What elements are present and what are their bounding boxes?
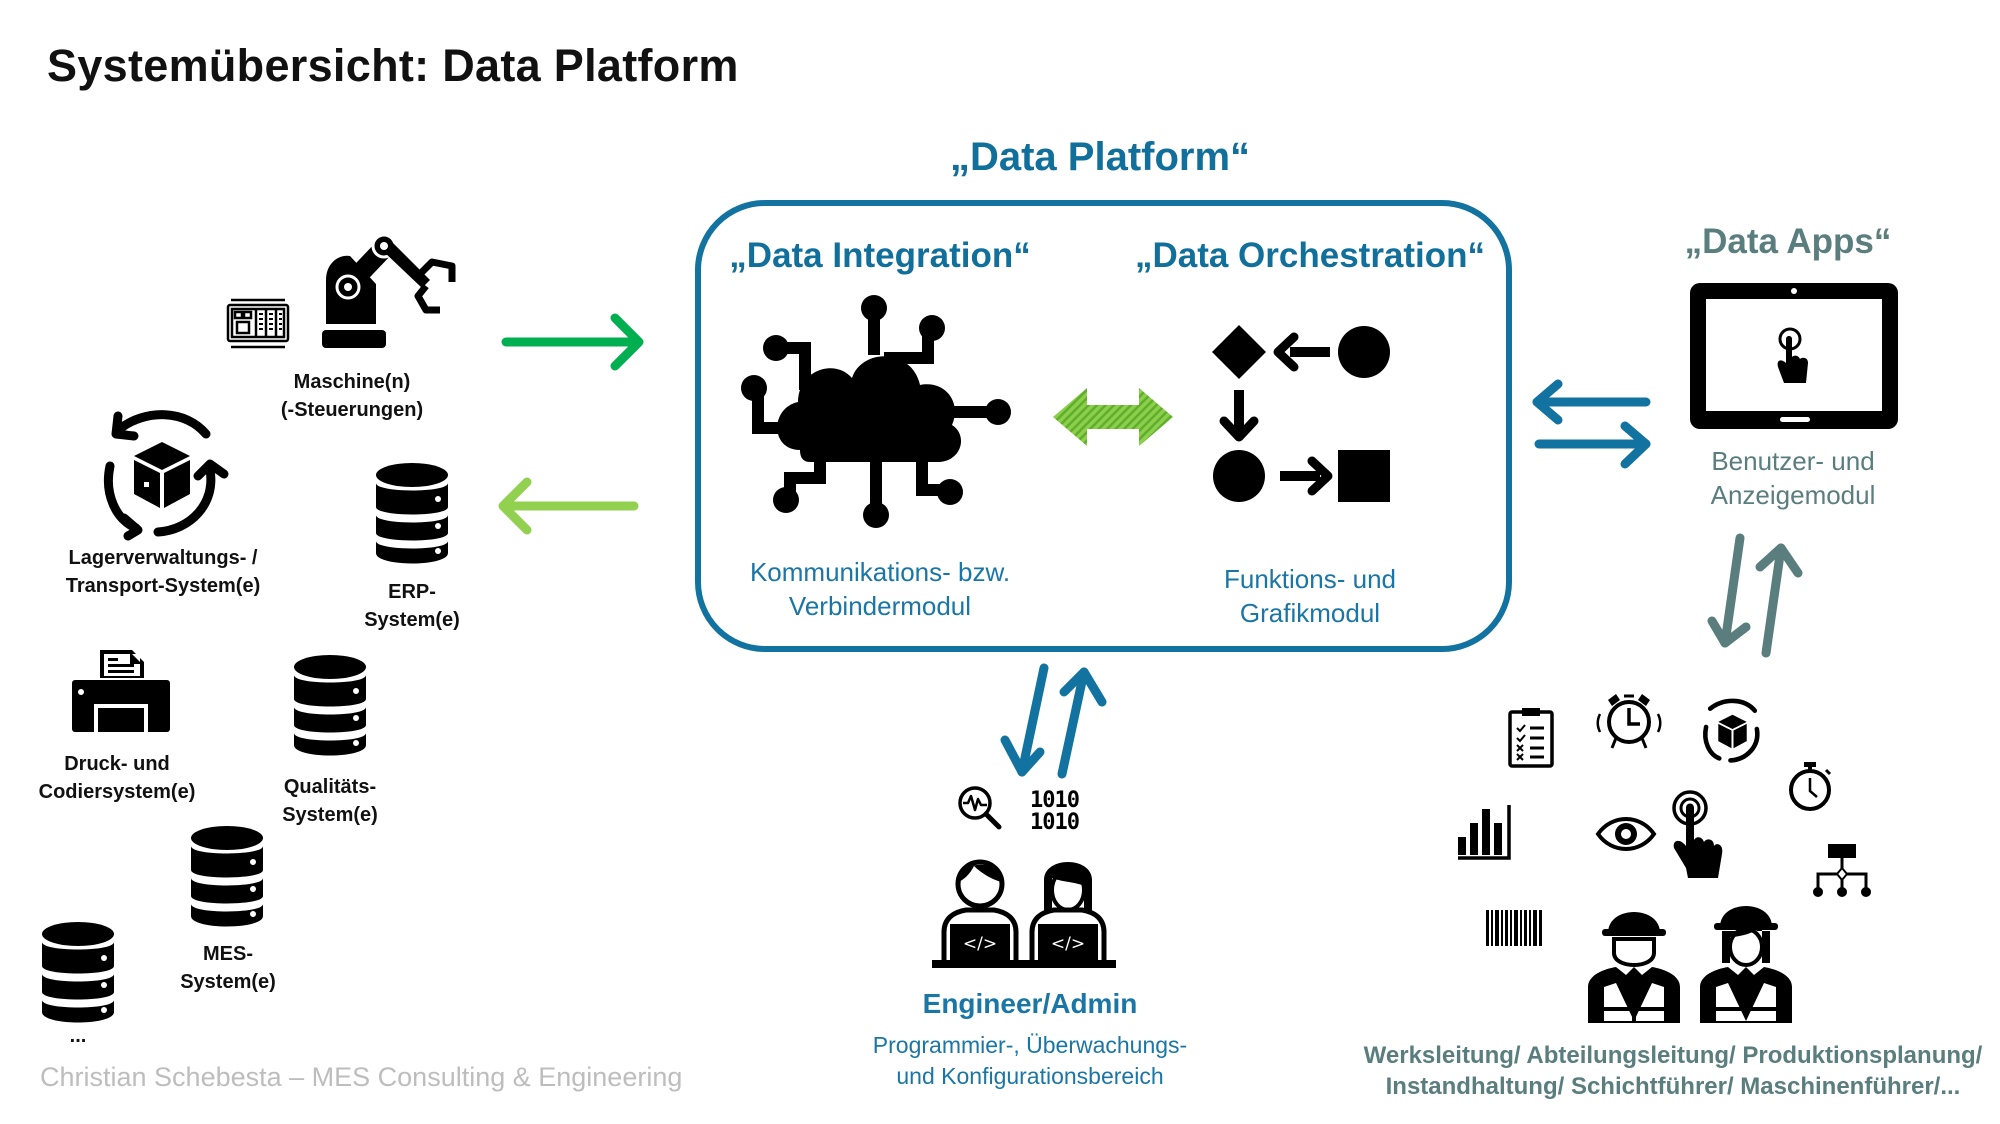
svg-text:</>: </> [963, 934, 997, 954]
apps-desc-line: Benutzer- und [1711, 446, 1875, 476]
svg-text:</>: </> [1051, 934, 1085, 954]
engineer-desc-line: und Konfigurationsbereich [896, 1063, 1164, 1089]
label-line: Maschine(n) [293, 371, 411, 393]
logistics-cycle-icon [1703, 698, 1760, 763]
label-line: System(e) [364, 609, 460, 631]
engineer-desc-line: Programmier-, Überwachungs- [872, 1032, 1188, 1058]
data-apps-title: „Data Apps“ [1684, 222, 1892, 261]
printing-label: Druck- und Codiersystem(e) [39, 750, 196, 806]
integration-description: Kommunikations- bzw. Verbindermodul [750, 555, 1010, 623]
touch-hand-icon [1777, 327, 1808, 383]
bidirectional-arrow-icon [1053, 388, 1173, 446]
diamond-shape [1212, 325, 1266, 379]
orchestration-description: Funktions- und Grafikmodul [1224, 562, 1396, 630]
arrow-left-icon [498, 477, 639, 535]
label-line: MES- [202, 943, 253, 965]
arrow-left-icon [1532, 379, 1651, 425]
monitoring-search-icon [958, 786, 1002, 830]
data-orchestration-title: „Data Orchestration“ [1134, 236, 1486, 275]
integration-desc-line: Verbindermodul [788, 591, 972, 621]
developers-icon: </> </> [932, 859, 1116, 968]
stopwatch-icon [1789, 762, 1832, 811]
tablet-touch-icon [1690, 283, 1898, 429]
checklist-clipboard-icon [1508, 708, 1554, 768]
barcode-icon [1486, 910, 1542, 946]
binary-code-icon: 1010 1010 [1030, 788, 1080, 835]
arrow-right-icon [1534, 421, 1651, 469]
label-line: Druck- und [64, 753, 170, 775]
arrow-up-icon [1057, 667, 1107, 779]
eye-icon [1595, 817, 1657, 851]
erp-label: ERP- System(e) [364, 578, 460, 634]
more-systems-label: ... [69, 1025, 87, 1047]
arrow-right-icon [501, 313, 644, 371]
quality-label: Qualitäts- System(e) [282, 773, 378, 829]
alarm-clock-icon [1596, 694, 1662, 749]
developer-male-icon: </> [932, 859, 1028, 968]
quality-database-icon [294, 655, 366, 756]
user-roles: Werksleitung/ Abteilungsleitung/ Produkt… [1364, 1040, 1983, 1102]
apps-users-arrows [1707, 533, 1803, 658]
roles-line: Werksleitung/ Abteilungsleitung/ Produkt… [1363, 1042, 1983, 1069]
apps-desc-line: Anzeigemodul [1710, 480, 1876, 510]
cloud-network-icon [741, 295, 1011, 528]
label-line: (-Steuerungen) [280, 399, 424, 421]
page-title: Systemübersicht: Data Platform [47, 40, 739, 91]
arrow-down-icon [1707, 533, 1751, 648]
warehouse-label: Lagerverwaltungs- / Transport-System(e) [66, 544, 261, 600]
data-platform-box [695, 200, 1512, 652]
engineer-title: Engineer/Admin [922, 988, 1138, 1019]
binary-line: 1010 [1030, 810, 1080, 835]
label-line: System(e) [180, 971, 276, 993]
other-database-icon [42, 922, 114, 1023]
printer-icon [72, 650, 170, 732]
hierarchy-diagram-icon [1813, 844, 1871, 897]
orchestration-desc-line: Grafikmodul [1239, 598, 1381, 628]
data-apps-description: Benutzer- und Anzeigemodul [1711, 444, 1876, 512]
bar-chart-icon [1458, 805, 1511, 860]
label-line: Lagerverwaltungs- / [68, 547, 258, 569]
label-line: Codiersystem(e) [38, 781, 196, 803]
flowchart-icon [1212, 325, 1390, 502]
mes-label: MES- System(e) [180, 940, 276, 996]
robot-arm-icon [322, 233, 456, 348]
arrow-down-icon [1000, 663, 1049, 777]
workers-icon [1588, 906, 1792, 1023]
mes-database-icon [191, 826, 263, 927]
data-platform-label: „Data Platform“ [949, 135, 1251, 179]
binary-line: 1010 [1030, 788, 1080, 813]
integration-desc-line: Kommunikations- bzw. [749, 557, 1011, 587]
touch-hand-icon [1672, 790, 1723, 878]
data-integration-title: „Data Integration“ [729, 236, 1031, 275]
platform-apps-arrows [1532, 379, 1651, 469]
engineer-description: Programmier-, Überwachungs- und Konfigur… [873, 1030, 1187, 1092]
worker-male-icon [1588, 912, 1680, 1023]
orchestration-desc-line: Funktions- und [1224, 564, 1396, 594]
machines-label: Maschine(n) (-Steuerungen) [281, 368, 423, 424]
developer-female-icon: </> [1020, 862, 1116, 968]
erp-database-icon [376, 463, 448, 564]
worker-female-icon [1700, 906, 1792, 1023]
label-line: Qualitäts- [283, 776, 377, 798]
roles-line: Instandhaltung/ Schichtführer/ Maschinen… [1385, 1073, 1961, 1100]
label-line: ERP- [388, 581, 436, 603]
label-line: System(e) [282, 804, 378, 826]
platform-engineer-arrows [1000, 663, 1107, 779]
source-arrows [498, 313, 644, 535]
plc-controller-icon [226, 298, 290, 349]
label-line: Transport-System(e) [65, 575, 261, 597]
box-cycle-icon [104, 410, 229, 541]
arrow-up-icon [1755, 543, 1803, 658]
footer-credit: Christian Schebesta – MES Consulting & E… [40, 1062, 683, 1092]
